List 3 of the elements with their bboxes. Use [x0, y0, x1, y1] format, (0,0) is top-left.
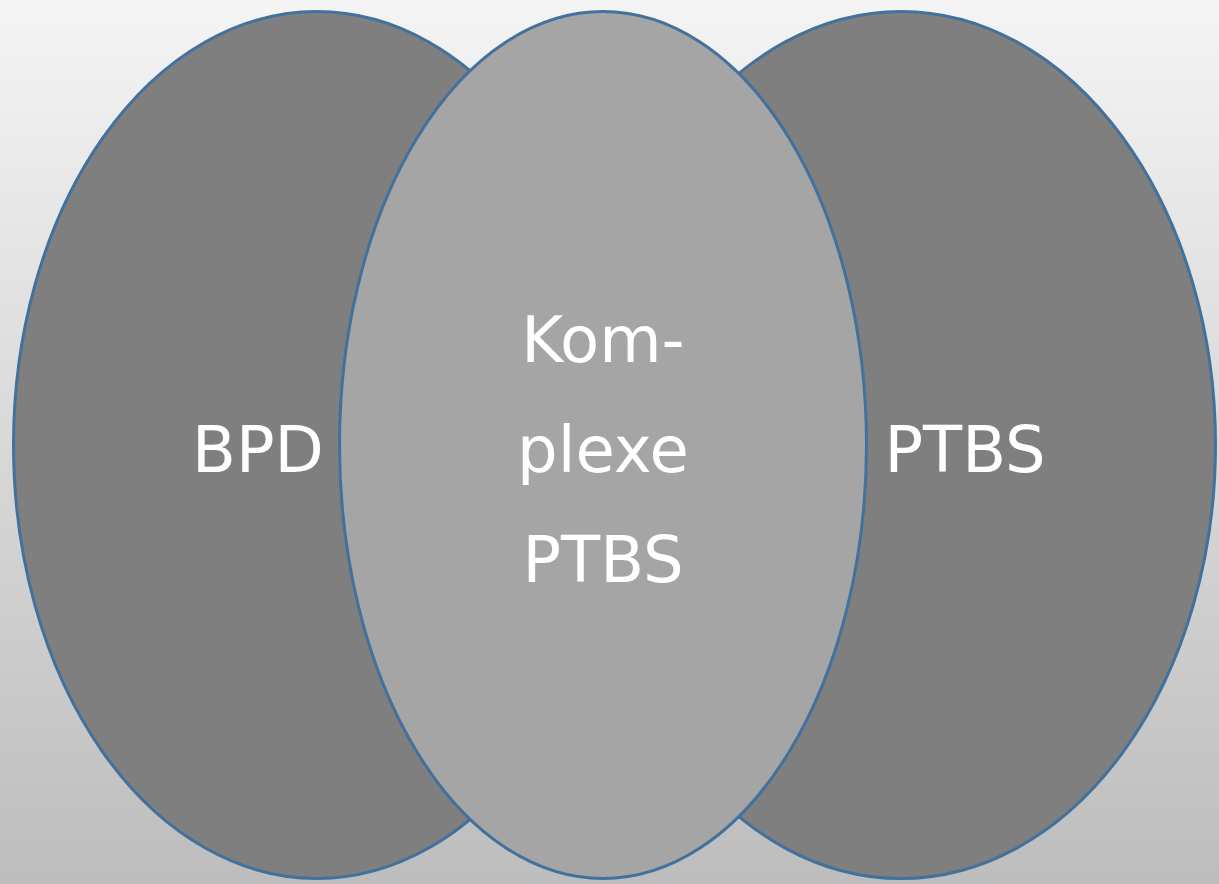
ellipse-label: BPD [191, 412, 325, 489]
ellipse-label: PTBS [883, 412, 1047, 489]
ellipse-label: Kom- plexe PTBS [516, 302, 690, 599]
